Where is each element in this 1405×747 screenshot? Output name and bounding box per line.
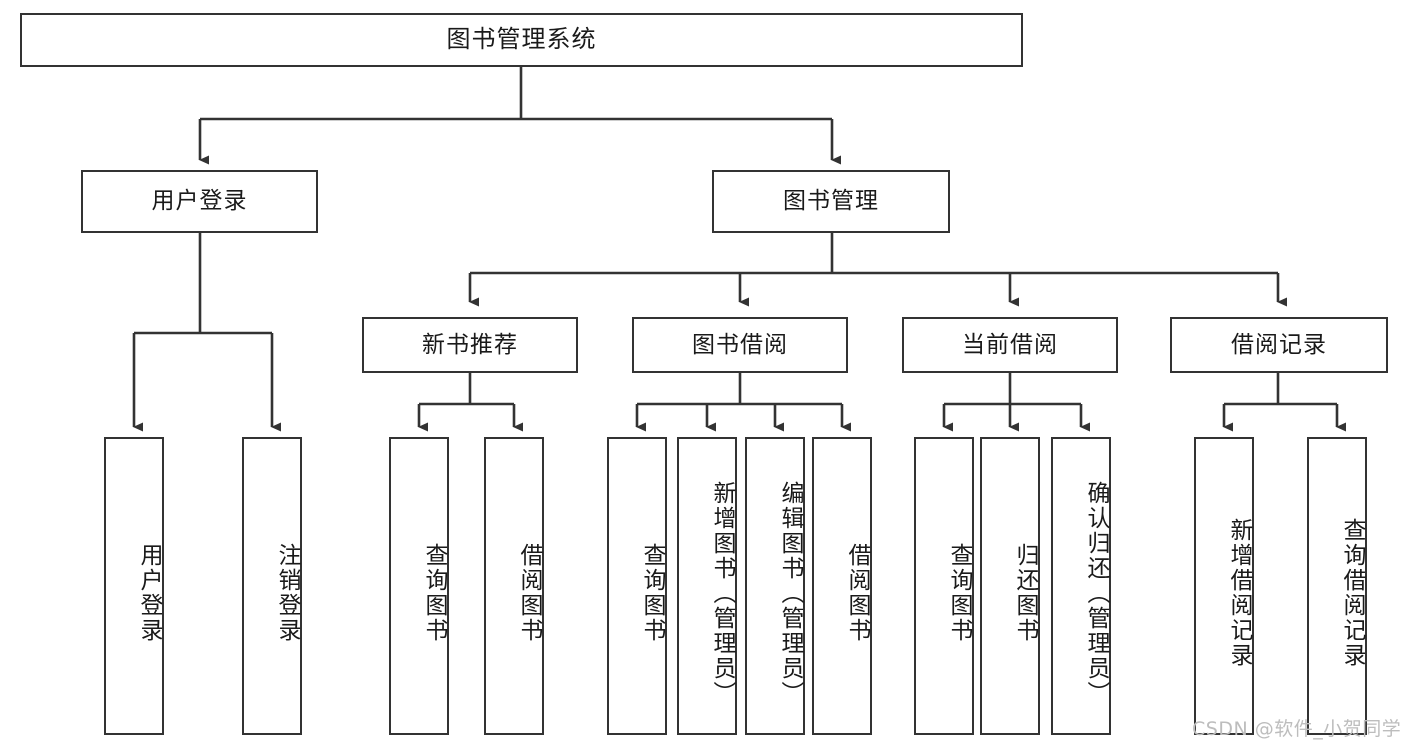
leaf-current-borrow-return-book[interactable]: 归还图书 bbox=[980, 437, 1040, 735]
leaf-book-borrow-add-book-admin[interactable]: 新增图书（管理员） bbox=[677, 437, 737, 735]
leaf-user-login-logout[interactable]: 注销登录 bbox=[242, 437, 302, 735]
leaf-current-borrow-confirm-return-admin[interactable]: 确认归还（管理员） bbox=[1051, 437, 1111, 735]
node-label: 当前借阅 bbox=[962, 331, 1058, 358]
node-borrow-record[interactable]: 借阅记录 bbox=[1170, 317, 1388, 373]
leaf-borrow-record-query-record[interactable]: 查询借阅记录 bbox=[1307, 437, 1367, 735]
leaf-book-borrow-borrow-book[interactable]: 借阅图书 bbox=[812, 437, 872, 735]
leaf-borrow-record-add-record[interactable]: 新增借阅记录 bbox=[1194, 437, 1254, 735]
node-label: 查询借阅记录 bbox=[1339, 518, 1365, 668]
leaf-book-borrow-edit-book-admin[interactable]: 编辑图书（管理员） bbox=[745, 437, 805, 735]
leaf-book-borrow-query-book[interactable]: 查询图书 bbox=[607, 437, 667, 735]
node-label: 新增借阅记录 bbox=[1226, 518, 1252, 668]
node-label: 查询图书 bbox=[946, 543, 972, 643]
leaf-user-login-login[interactable]: 用户登录 bbox=[104, 437, 164, 735]
node-book-borrow[interactable]: 图书借阅 bbox=[632, 317, 848, 373]
node-label: 查询图书 bbox=[421, 543, 447, 643]
node-label: 借阅记录 bbox=[1231, 331, 1327, 358]
node-root-system[interactable]: 图书管理系统 bbox=[20, 13, 1023, 67]
leaf-new-book-query-book[interactable]: 查询图书 bbox=[389, 437, 449, 735]
node-label: 新增图书（管理员） bbox=[709, 480, 735, 706]
node-label: 新书推荐 bbox=[422, 331, 518, 358]
leaf-new-book-borrow-book[interactable]: 借阅图书 bbox=[484, 437, 544, 735]
node-label: 查询图书 bbox=[639, 543, 665, 643]
node-label: 图书管理 bbox=[783, 188, 879, 215]
node-label: 借阅图书 bbox=[516, 543, 542, 643]
node-label: 归还图书 bbox=[1012, 543, 1038, 643]
node-label: 编辑图书（管理员） bbox=[777, 480, 803, 706]
node-label: 用户登录 bbox=[136, 543, 162, 643]
node-label: 图书管理系统 bbox=[446, 25, 597, 54]
node-label: 图书借阅 bbox=[692, 331, 788, 358]
node-user-login[interactable]: 用户登录 bbox=[81, 170, 318, 233]
node-current-borrow[interactable]: 当前借阅 bbox=[902, 317, 1118, 373]
leaf-current-borrow-query-book[interactable]: 查询图书 bbox=[914, 437, 974, 735]
node-label: 借阅图书 bbox=[844, 543, 870, 643]
node-book-management[interactable]: 图书管理 bbox=[712, 170, 950, 233]
csdn-watermark: CSDN @软件_小贺同学 bbox=[1192, 718, 1402, 740]
node-label: 确认归还（管理员） bbox=[1083, 480, 1109, 706]
node-label: 用户登录 bbox=[151, 188, 248, 215]
node-new-book-recommend[interactable]: 新书推荐 bbox=[362, 317, 578, 373]
node-label: 注销登录 bbox=[274, 543, 300, 643]
